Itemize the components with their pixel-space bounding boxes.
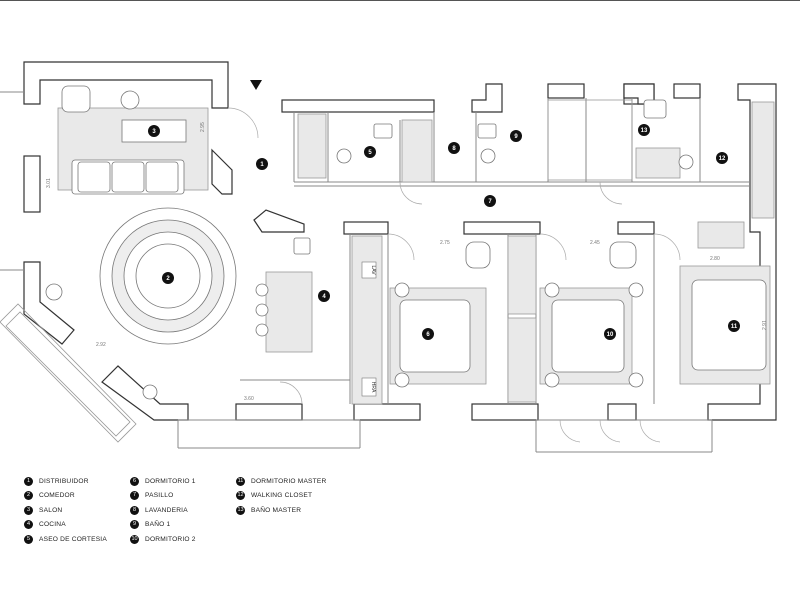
legend-number-badge: 9 xyxy=(130,520,139,530)
room-marker-bano-1: 9 xyxy=(510,130,522,142)
legend-column-2: 6 DORMITORIO 1 7 PASILLO 8 LAVANDERIA 9 BAÑO… xyxy=(130,474,196,547)
dimension-label: 3.01 xyxy=(46,178,52,188)
dimension-label: 2.91 xyxy=(762,320,768,330)
floor-plan: 2.95 3.01 3.60 2.92 2.75 2.45 2.91 2.80 … xyxy=(0,61,777,453)
nightstands xyxy=(45,90,644,400)
svg-text:13: 13 xyxy=(641,128,648,134)
armchairs xyxy=(61,85,637,269)
dimension-labels: 2.95 3.01 3.60 2.92 2.75 2.45 2.91 2.80 xyxy=(46,122,768,402)
svg-text:5: 5 xyxy=(368,150,372,156)
dimension-label: 2.92 xyxy=(96,342,106,348)
legend-label: WALKING CLOSET xyxy=(251,492,313,500)
svg-text:9: 9 xyxy=(514,134,518,140)
legend-label: COCINA xyxy=(39,521,66,529)
svg-text:6: 6 xyxy=(426,332,430,338)
bathroom-fixtures xyxy=(293,99,694,255)
svg-text:2: 2 xyxy=(166,276,170,282)
legend-label: DORMITORIO MASTER xyxy=(251,477,327,485)
legend-label: PASILLO xyxy=(145,492,174,500)
dimension-label: 3.60 xyxy=(244,396,254,402)
legend-label: BAÑO 1 xyxy=(145,521,171,529)
svg-text:8: 8 xyxy=(452,146,456,152)
legend-item: 7 PASILLO xyxy=(130,489,196,504)
room-marker-dormitorio-2: 10 xyxy=(604,328,616,340)
room-marker-aseo: 5 xyxy=(364,146,376,158)
beds xyxy=(399,279,767,373)
room-marker-dormitorio-master: 11 xyxy=(728,320,740,332)
balcony xyxy=(0,303,137,443)
door-swings xyxy=(227,107,681,443)
legend-number-badge: 2 xyxy=(24,491,33,501)
legend-number-badge: 12 xyxy=(236,491,245,501)
legend-number-badge: 1 xyxy=(24,476,33,486)
legend-number-badge: 3 xyxy=(24,505,33,515)
room-marker-comedor: 2 xyxy=(162,272,174,284)
legend-item: 10 DORMITORIO 2 xyxy=(130,532,196,547)
room-markers: 1 2 3 4 5 6 7 8 9 10 11 12 13 xyxy=(148,124,740,340)
room-marker-dormitorio-1: 6 xyxy=(422,328,434,340)
dimension-label: 2.75 xyxy=(440,240,450,246)
legend-item: 8 LAVANDERIA xyxy=(130,503,196,518)
svg-text:4: 4 xyxy=(322,294,326,300)
washing-machine-label: LAV xyxy=(370,265,376,275)
legend-item: 12 WALKING CLOSET xyxy=(236,489,326,504)
legend-number-badge: 11 xyxy=(236,476,245,486)
legend-label: LAVANDERIA xyxy=(145,506,188,514)
room-marker-lavanderia: 8 xyxy=(448,142,460,154)
legend-label: DISTRIBUIDOR xyxy=(39,477,89,485)
legend-number-badge: 5 xyxy=(24,534,33,544)
svg-text:3: 3 xyxy=(152,129,156,135)
legend-label: ASEO DE CORTESIA xyxy=(39,535,107,543)
legend-number-badge: 8 xyxy=(130,505,139,515)
room-marker-salon: 3 xyxy=(148,125,160,137)
legend-label: DORMITORIO 2 xyxy=(145,535,196,543)
legend-item: 4 COCINA xyxy=(24,518,107,533)
legend-number-badge: 7 xyxy=(130,491,139,501)
legend-number-badge: 10 xyxy=(130,534,139,544)
legend-item: 3 SALON xyxy=(24,503,107,518)
legend-label: DORMITORIO 1 xyxy=(145,477,196,485)
legend-label: COMEDOR xyxy=(39,492,75,500)
legend-column-3: 11 DORMITORIO MASTER 12 WALKING CLOSET 13 B… xyxy=(236,474,326,518)
dimension-label: 2.95 xyxy=(200,122,206,132)
legend-item: 11 DORMITORIO MASTER xyxy=(236,474,326,489)
legend-item: 9 BAÑO 1 xyxy=(130,518,196,533)
room-marker-bano-master: 13 xyxy=(638,124,650,136)
svg-text:10: 10 xyxy=(607,332,614,338)
legend-item: 1 DISTRIBUIDOR xyxy=(24,474,107,489)
top-border-line xyxy=(0,0,800,1)
legend-number-badge: 4 xyxy=(24,520,33,530)
sofa xyxy=(71,159,185,195)
svg-text:11: 11 xyxy=(731,324,738,330)
svg-text:1: 1 xyxy=(260,162,264,168)
room-marker-pasillo: 7 xyxy=(484,195,496,207)
legend-label: SALON xyxy=(39,506,63,514)
entrance-arrow-icon xyxy=(250,80,262,90)
legend-label: BAÑO MASTER xyxy=(251,506,302,514)
legend-number-badge: 6 xyxy=(130,476,139,486)
room-marker-cocina: 4 xyxy=(318,290,330,302)
legend-item: 6 DORMITORIO 1 xyxy=(130,474,196,489)
room-marker-walking-closet: 12 xyxy=(716,152,728,164)
dimension-label: 2.80 xyxy=(710,256,720,262)
svg-text:7: 7 xyxy=(488,199,492,205)
bar-stools xyxy=(255,283,269,337)
legend-number-badge: 13 xyxy=(236,505,245,515)
room-marker-distribuidor: 1 xyxy=(256,158,268,170)
dimension-label: 2.45 xyxy=(590,240,600,246)
svg-text:12: 12 xyxy=(719,156,726,162)
legend-item: 2 COMEDOR xyxy=(24,489,107,504)
legend-item: 5 ASEO DE CORTESIA xyxy=(24,532,107,547)
appliance-labels: LAV HRA xyxy=(361,261,377,397)
oven-label: HRA xyxy=(370,382,376,393)
legend-item: 13 BAÑO MASTER xyxy=(236,503,326,518)
